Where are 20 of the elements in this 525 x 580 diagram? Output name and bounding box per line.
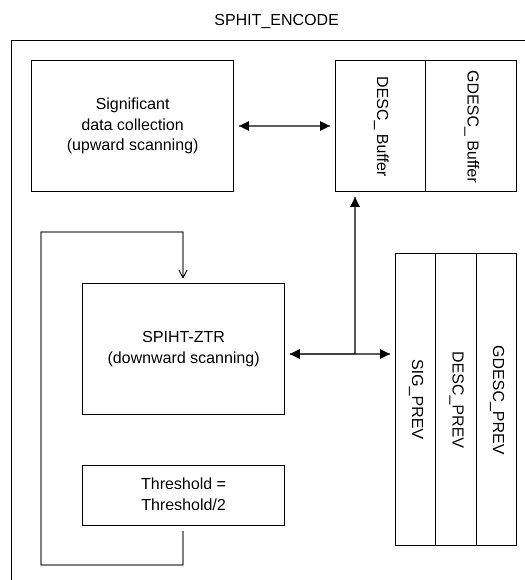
node-label: Threshold = Threshold/2 (140, 474, 227, 516)
node-label: GDESC_ Buffer (462, 70, 482, 182)
node-label: SIG_PREV (406, 359, 426, 440)
buffer-cell (335, 60, 426, 192)
node-label: SPIHT-ZTR (downward scanning) (106, 328, 261, 369)
node-label: Significant data collection (upward scanning) (66, 94, 200, 156)
node-label: DESC_PREV (447, 351, 466, 448)
node-label: DESC_ Buffer (372, 76, 391, 176)
buffer-cell (435, 253, 477, 546)
frame-heading: SPHIT_ENCODE (213, 11, 340, 31)
process-box (31, 60, 234, 192)
arrow (290, 349, 390, 359)
buffer-cell (395, 253, 436, 546)
buffer-cell (476, 253, 517, 546)
arrow (239, 121, 330, 131)
arrow (40, 232, 188, 566)
process-box (82, 283, 285, 415)
node-label: GDESC_PREV (488, 344, 507, 454)
buffer-cell (425, 60, 517, 192)
process-box (82, 465, 285, 526)
